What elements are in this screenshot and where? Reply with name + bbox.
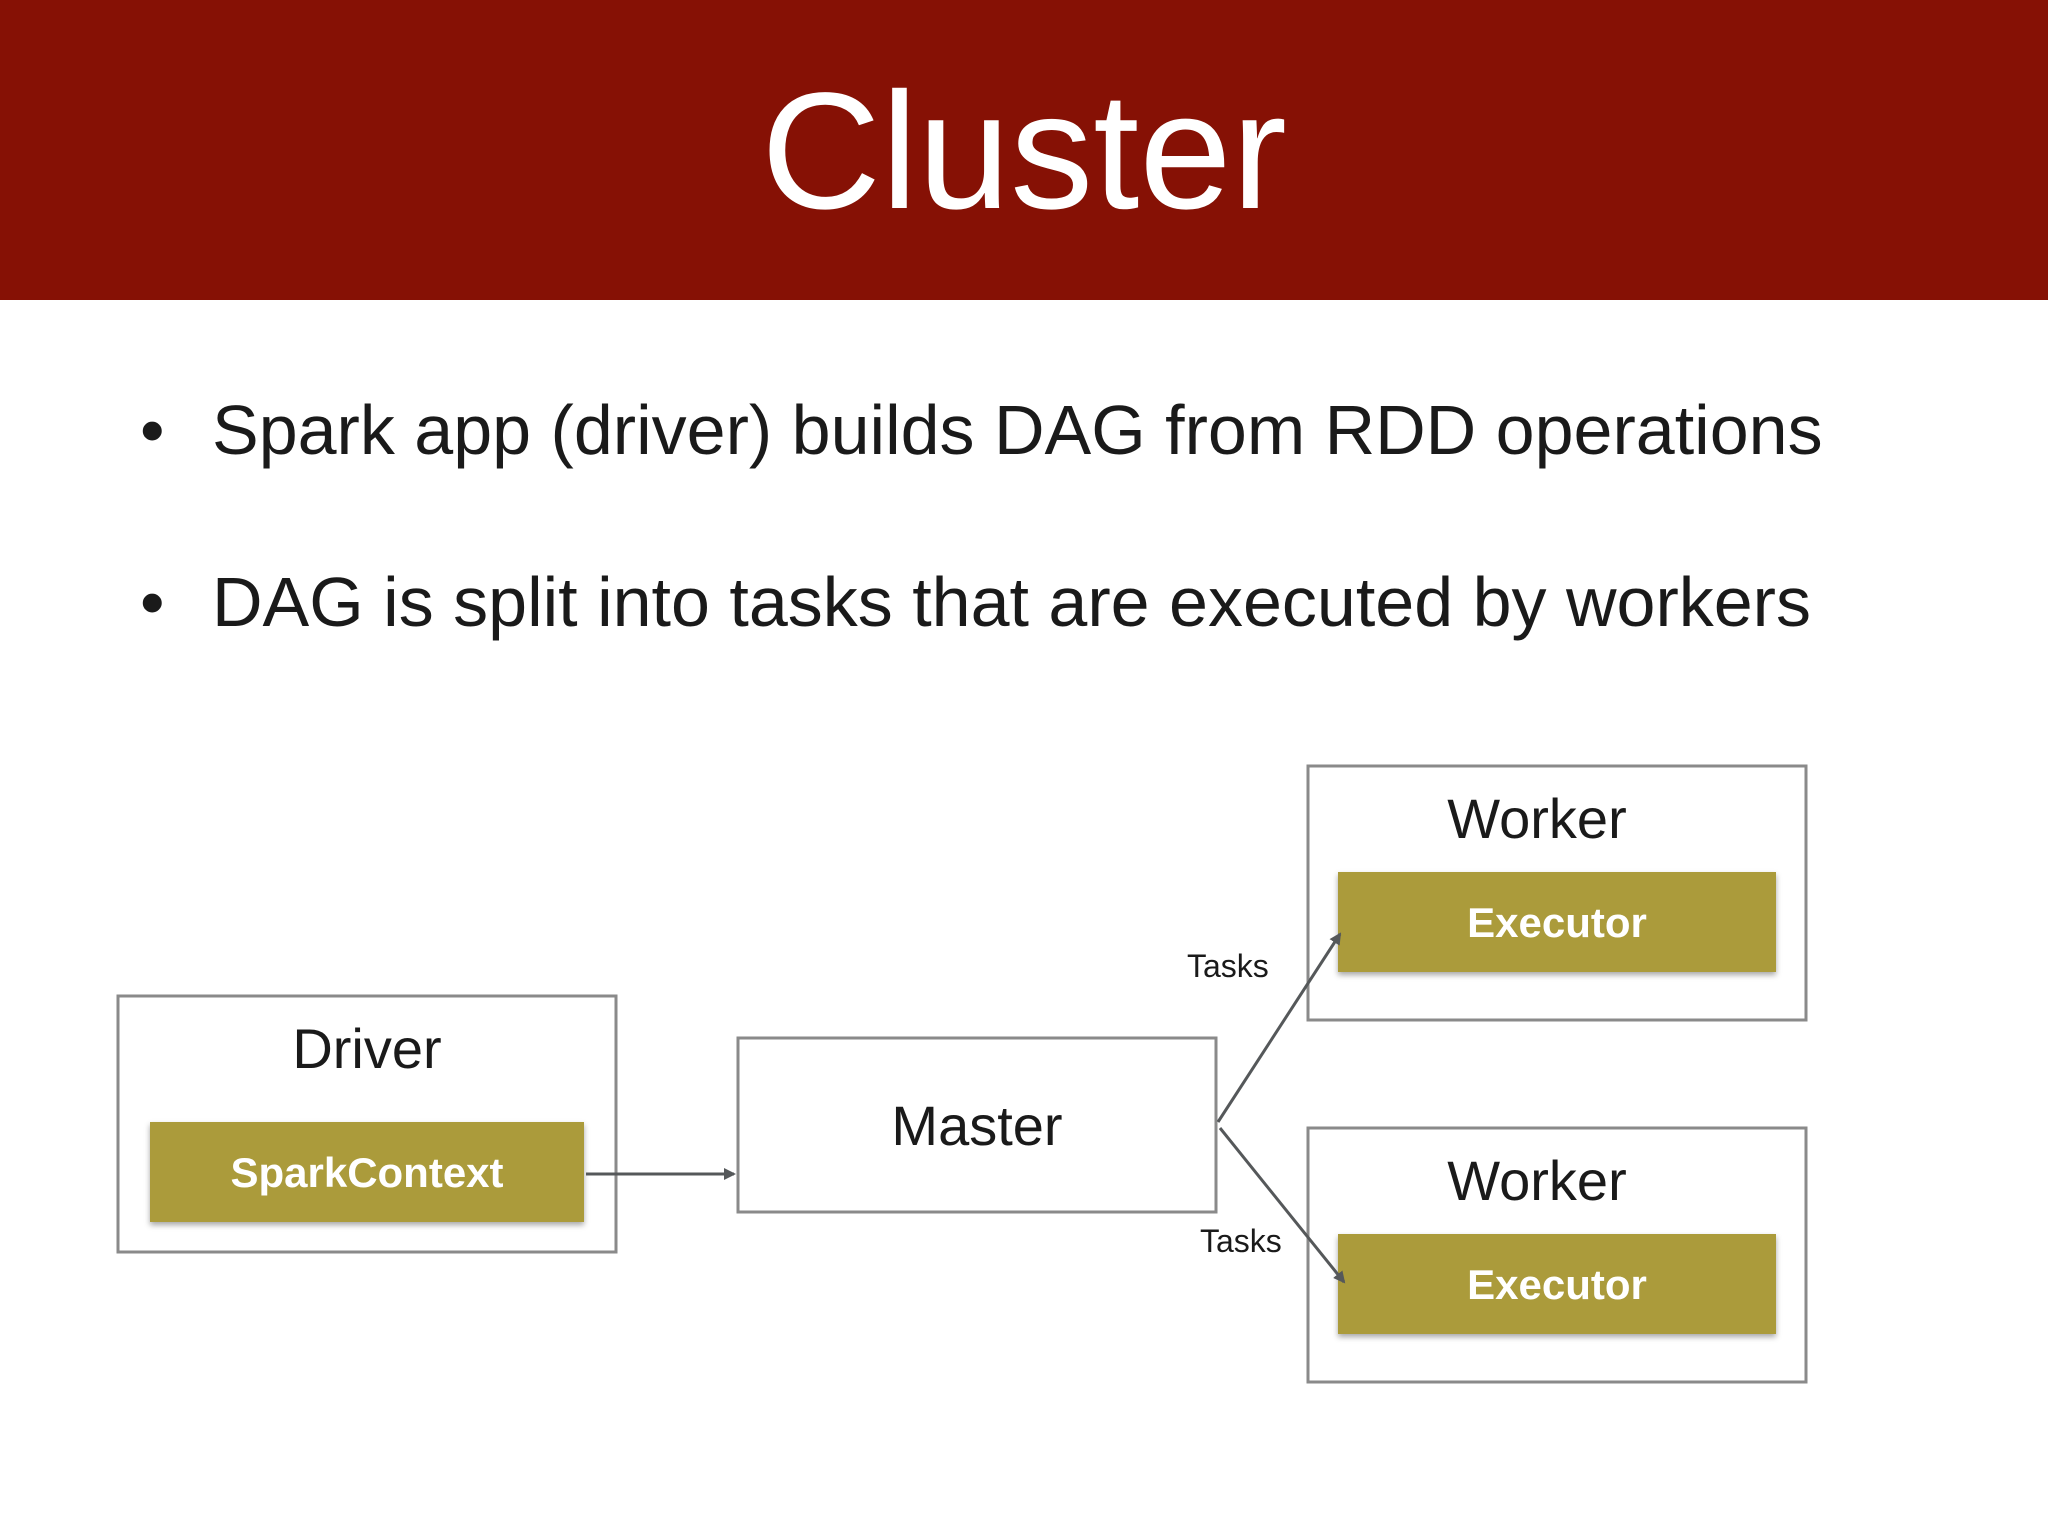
bullet-list: • Spark app (driver) builds DAG from RDD… [140, 390, 2000, 734]
worker-box-1 [1306, 764, 1808, 1022]
bullet-item: • DAG is split into tasks that are execu… [140, 562, 2000, 642]
driver-label: Driver [292, 1017, 441, 1080]
bullet-dot-icon: • [140, 563, 165, 641]
sparkcontext-component [150, 1122, 584, 1222]
arrow-master-to-worker-1 [1216, 932, 1342, 1123]
edge-label-tasks-2: Tasks [1200, 1223, 1282, 1259]
worker-label-2: Worker [1447, 1149, 1626, 1212]
bullet-item: • Spark app (driver) builds DAG from RDD… [140, 390, 2000, 470]
bullet-text: Spark app (driver) builds DAG from RDD o… [212, 391, 1823, 469]
bullet-dot-icon: • [140, 391, 165, 469]
slide-title: Cluster [761, 59, 1287, 244]
worker-box-2 [1306, 1126, 1808, 1384]
edge-label-tasks-1: Tasks [1187, 948, 1269, 984]
worker-node-1: Worker Executor [1306, 764, 1808, 1022]
driver-box [116, 994, 618, 1254]
executor-component-2 [1338, 1234, 1776, 1334]
driver-node: Driver SparkContext [116, 994, 618, 1254]
master-box [736, 1036, 1218, 1214]
executor-component-1 [1338, 872, 1776, 972]
executor-label-1: Executor [1467, 899, 1647, 946]
bullet-text: DAG is split into tasks that are execute… [212, 563, 1811, 641]
worker-node-2: Worker Executor [1306, 1126, 1808, 1384]
worker-label-1: Worker [1447, 787, 1626, 850]
master-label: Master [891, 1094, 1062, 1157]
title-bar: Cluster [0, 0, 2048, 300]
arrow-master-to-worker-2 [1218, 1127, 1346, 1284]
sparkcontext-label: SparkContext [230, 1149, 503, 1196]
master-node: Master [736, 1036, 1218, 1214]
executor-label-2: Executor [1467, 1261, 1647, 1308]
